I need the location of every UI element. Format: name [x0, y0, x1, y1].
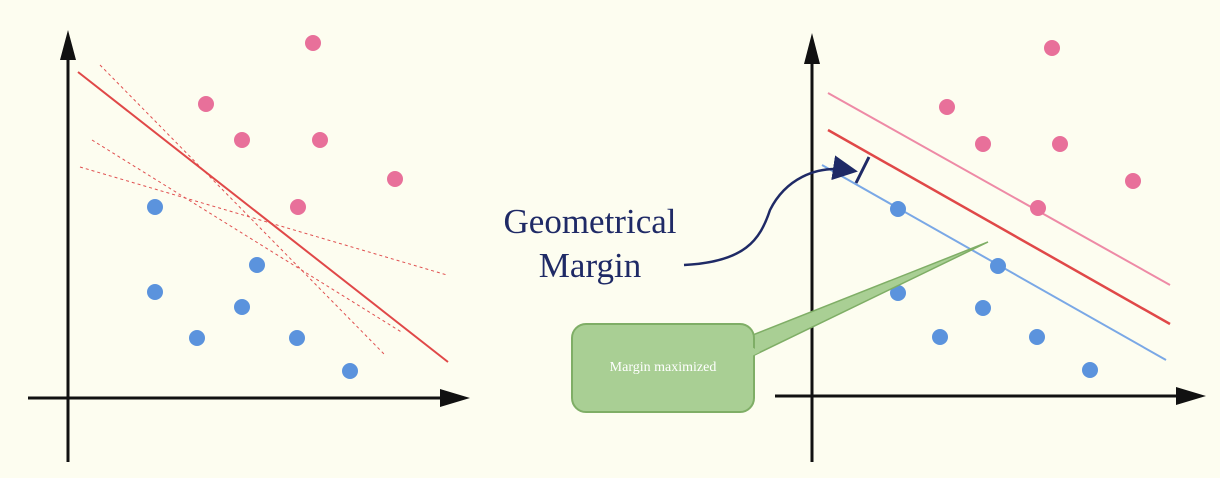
positive-class-point [312, 132, 328, 148]
positive-class-point [387, 171, 403, 187]
negative-class-point [249, 257, 265, 273]
callout-pointer-joint [742, 341, 760, 361]
positive-class-point [305, 35, 321, 51]
negative-class-point [932, 329, 948, 345]
callout-box [571, 323, 755, 413]
candidate-boundary-solid [77, 71, 449, 363]
right-x-axis-arrowhead [1176, 387, 1206, 405]
geometrical-margin-label-line1: Geometrical [503, 202, 677, 241]
negative-class-point [189, 330, 205, 346]
left-y-axis-arrowhead [60, 30, 76, 60]
max-margin-decision-boundary [827, 128, 1171, 326]
left-panel [28, 30, 470, 462]
positive-margin-line [827, 92, 1171, 286]
negative-class-point [990, 258, 1006, 274]
right-panel [571, 33, 1206, 462]
geometrical-margin-label-line2: Margin [538, 246, 642, 285]
right-data-points [890, 40, 1141, 378]
positive-class-point [1030, 200, 1046, 216]
negative-class-point [342, 363, 358, 379]
positive-class-point [198, 96, 214, 112]
negative-class-point [234, 299, 250, 315]
candidate-boundary-dashed-1 [99, 64, 386, 356]
margin-pointer-arrow [683, 155, 858, 267]
positive-class-point [1125, 173, 1141, 189]
margin-maximized-callout-text: Margin maximized [609, 360, 717, 375]
margin-width-marker [854, 156, 871, 184]
positive-class-point [975, 136, 991, 152]
callout-pointer [739, 241, 989, 364]
negative-class-point [289, 330, 305, 346]
negative-class-point [147, 199, 163, 215]
geometrical-margin-label: Geometrical Margin [470, 200, 710, 288]
negative-class-point [1082, 362, 1098, 378]
positive-class-point [290, 199, 306, 215]
right-y-axis-arrowhead [804, 33, 820, 64]
positive-class-point [234, 132, 250, 148]
positive-class-point [1052, 136, 1068, 152]
negative-class-point [890, 285, 906, 301]
positive-class-point [939, 99, 955, 115]
candidate-boundary-dashed-3 [79, 166, 448, 276]
left-x-axis-arrowhead [440, 389, 470, 407]
negative-class-point [975, 300, 991, 316]
negative-class-point [147, 284, 163, 300]
candidate-boundary-dashed-2 [91, 139, 404, 334]
positive-class-point [1044, 40, 1060, 56]
left-data-points [147, 35, 403, 379]
negative-class-point [1029, 329, 1045, 345]
negative-class-point [890, 201, 906, 217]
